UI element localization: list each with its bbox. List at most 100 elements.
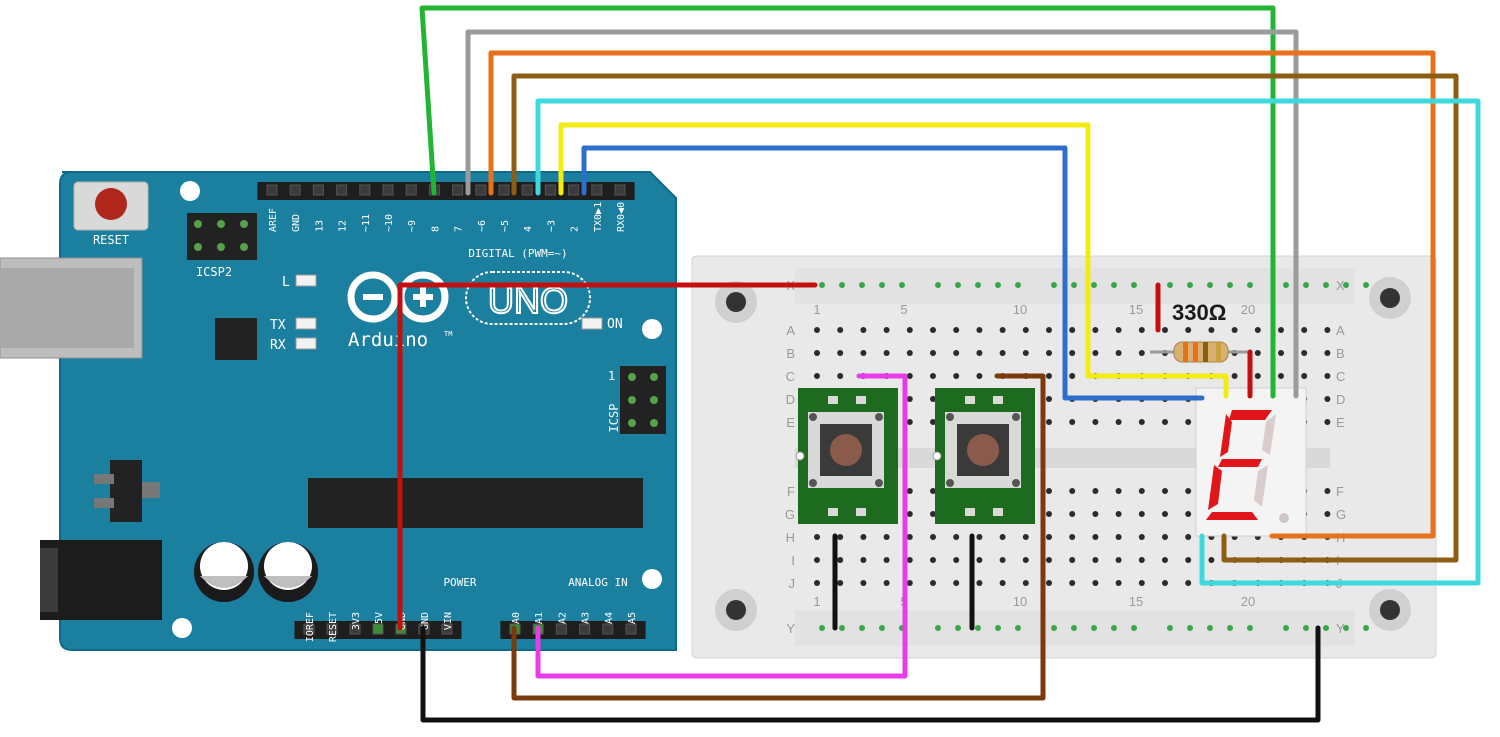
wire-pin2-blue [581, 145, 1205, 401]
breadboard-hole [859, 282, 865, 288]
breadboard-hole [1115, 419, 1122, 425]
wire-pin3-yellow [558, 122, 1229, 399]
breadboard-hole [1231, 327, 1238, 333]
breadboard-column-number: 15 [1129, 594, 1143, 609]
breadboard-hole [1208, 557, 1215, 563]
breadboard-hole [953, 580, 960, 586]
breadboard-hole [1138, 511, 1145, 517]
digital-pin [266, 184, 278, 196]
led-rx [295, 337, 317, 350]
digital-pin [289, 184, 301, 196]
breadboard-mount-hole [1369, 589, 1411, 631]
breadboard-hole [860, 557, 867, 563]
breadboard-hole [1046, 580, 1052, 586]
breadboard-hole [1343, 625, 1349, 631]
digital-pin-label: ~11 [361, 214, 372, 232]
breadboard-hole [1015, 625, 1021, 631]
breadboard-hole [930, 488, 936, 494]
segment-g [1218, 459, 1262, 467]
breadboard-hole [1015, 282, 1021, 288]
breadboard-hole [1162, 557, 1168, 563]
push-button-2[interactable] [932, 388, 1035, 524]
breadboard-column-number: 20 [1241, 594, 1255, 609]
breadboard-hole [1069, 327, 1076, 333]
power-pin [349, 623, 361, 635]
breadboard-hole [1363, 625, 1369, 631]
breadboard-hole [1022, 350, 1029, 356]
breadboard-hole [1046, 557, 1052, 563]
breadboard-hole [1162, 488, 1168, 494]
breadboard-column-number: 5 [900, 302, 907, 317]
breadboard-hole [819, 282, 825, 288]
power-pin [326, 623, 338, 635]
breadboard-row-label: A [1336, 323, 1345, 338]
reset-label: RESET [93, 233, 129, 247]
breadboard-hole [906, 396, 913, 402]
digital-pin-label: ~10 [384, 214, 395, 232]
breadboard-hole [1283, 282, 1289, 288]
digital-header-label: DIGITAL (PWM=~) [468, 247, 567, 260]
breadboard-hole [1115, 350, 1122, 356]
icsp-header [620, 366, 666, 434]
wire-pin7-gray [465, 29, 1299, 399]
breadboard-hole [883, 534, 890, 540]
breadboard-hole [999, 350, 1006, 356]
breadboard-hole [1278, 327, 1284, 333]
breadboard-hole [1115, 580, 1122, 586]
digital-pin [591, 184, 603, 196]
breadboard-hole [1092, 511, 1099, 517]
breadboard-hole [839, 625, 845, 631]
segment-dp [1279, 513, 1289, 523]
breadboard-row-label: E [786, 415, 795, 430]
breadboard-row-label: B [1336, 346, 1345, 361]
power-pin [441, 623, 453, 635]
breadboard-hole [1046, 534, 1052, 540]
breadboard-hole [1138, 557, 1145, 563]
seven-segment-display [1195, 387, 1307, 537]
breadboard-hole [999, 534, 1006, 540]
breadboard-hole [1254, 327, 1261, 333]
breadboard-hole [1227, 282, 1233, 288]
digital-pin-label: ~3 [546, 220, 557, 232]
arduino-brand-label: Arduino [348, 329, 428, 351]
breadboard-hole [906, 557, 913, 563]
breadboard-hole [837, 557, 844, 563]
breadboard-hole [1254, 350, 1261, 356]
digital-pin-label: 13 [314, 220, 325, 232]
breadboard-hole [955, 625, 961, 631]
breadboard-hole [879, 282, 885, 288]
segment-c [1254, 465, 1268, 507]
wire-pin5-brown [511, 73, 1459, 563]
breadboard-column-number: 1 [813, 594, 820, 609]
breadboard-column-number: 15 [1129, 302, 1143, 317]
breadboard-hole [906, 350, 913, 356]
breadboard-hole [976, 373, 983, 379]
breadboard-hole [999, 580, 1006, 586]
breadboard-hole [1071, 625, 1077, 631]
breadboard-hole [976, 327, 983, 333]
resistor-330-ohm [1150, 341, 1250, 363]
reset-button[interactable] [73, 181, 149, 231]
breadboard-hole [955, 282, 961, 288]
push-button-1[interactable] [795, 388, 898, 524]
breadboard-mount-hole [715, 281, 757, 323]
breadboard-row-label: C [1336, 369, 1345, 384]
digital-pin [405, 184, 417, 196]
breadboard-hole [860, 534, 867, 540]
breadboard-hole [906, 327, 913, 333]
breadboard-hole [975, 625, 981, 631]
digital-pin-label: ~9 [407, 220, 418, 232]
breadboard-hole [1046, 327, 1052, 333]
digital-pin-label: 12 [338, 220, 349, 232]
led-l [295, 274, 317, 287]
microcontroller-chip [308, 478, 643, 528]
breadboard-hole [1131, 282, 1137, 288]
breadboard-hole [1046, 511, 1052, 517]
breadboard-hole [1363, 282, 1369, 288]
breadboard-hole [1278, 350, 1284, 356]
breadboard-hole [1324, 350, 1331, 356]
breadboard-hole [1301, 350, 1308, 356]
digital-pin-label: 2 [570, 226, 581, 232]
segment-f [1220, 414, 1232, 457]
